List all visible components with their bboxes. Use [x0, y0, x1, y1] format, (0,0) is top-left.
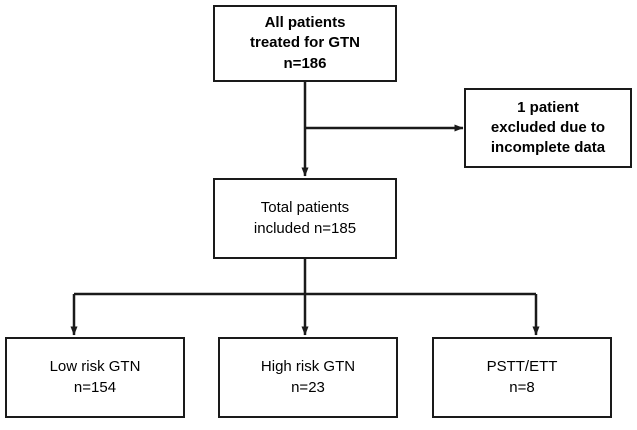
node-total-included-line-2: included n=185 — [253, 219, 357, 237]
node-excluded-line-3: incomplete data — [490, 139, 606, 157]
node-high-risk-line-1: High risk GTN — [260, 358, 356, 376]
node-high-risk: High risk GTN n=23 — [218, 337, 398, 418]
node-pstt-ett-line-1: PSTT/ETT — [486, 358, 558, 376]
node-excluded-line-2: excluded due to — [490, 118, 606, 136]
node-excluded-line-1: 1 patient — [517, 98, 579, 116]
node-all-patients: All patients treated for GTN n=186 — [213, 5, 397, 82]
node-all-patients-line-1: All patients — [264, 14, 346, 32]
node-pstt-ett-line-2: n=8 — [509, 378, 535, 396]
node-low-risk-line-1: Low risk GTN — [49, 358, 141, 376]
node-low-risk-line-2: n=154 — [73, 378, 117, 396]
node-pstt-ett: PSTT/ETT n=8 — [432, 337, 612, 418]
node-total-included: Total patients included n=185 — [213, 178, 397, 259]
node-excluded: 1 patient excluded due to incomplete dat… — [464, 88, 632, 168]
node-total-included-line-1: Total patients — [260, 199, 350, 217]
node-high-risk-line-2: n=23 — [291, 378, 325, 396]
node-low-risk: Low risk GTN n=154 — [5, 337, 185, 418]
node-all-patients-line-2: treated for GTN — [249, 34, 360, 52]
node-all-patients-line-3: n=186 — [283, 54, 327, 72]
